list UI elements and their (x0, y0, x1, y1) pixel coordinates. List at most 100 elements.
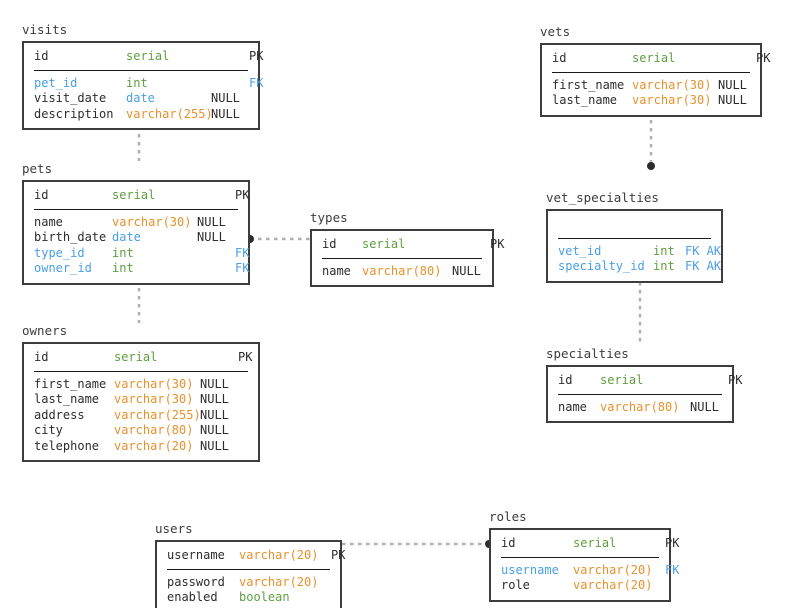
column-nullable-marker: NULL (718, 93, 747, 107)
entity-title-pets: pets (22, 161, 53, 176)
column-key-marker: PK (665, 536, 680, 550)
column-key-marker: PK (756, 51, 771, 65)
column-nullable-marker: NULL (200, 392, 229, 406)
column-name: pet_id (34, 75, 78, 90)
column-name: id (34, 350, 49, 364)
column-datatype: int (112, 261, 134, 275)
column-key-marker: PK (249, 49, 264, 63)
column-row: owner_id int FK (34, 261, 249, 277)
column-name: id (558, 373, 573, 387)
column-nullable-marker: NULL (197, 214, 226, 229)
column-name: name (34, 214, 63, 229)
column-name: id (34, 188, 49, 202)
column-key-marker: FK AK (685, 259, 722, 273)
column-name: type_id (34, 245, 85, 260)
column-datatype: serial (114, 350, 158, 364)
column-nullable-marker: NULL (197, 230, 226, 244)
column-nullable-marker: NULL (690, 399, 719, 414)
column-datatype: varchar(255) (126, 106, 213, 121)
column-row: name varchar(80) NULL (558, 400, 722, 416)
column-datatype: date (112, 230, 141, 244)
column-datatype: varchar(20) (239, 548, 319, 562)
column-name: name (558, 399, 587, 414)
column-datatype: serial (126, 49, 170, 63)
column-datatype: varchar(30) (632, 77, 712, 92)
column-datatype: varchar(20) (114, 438, 194, 453)
primary-key-section (548, 217, 721, 233)
column-datatype: serial (362, 237, 406, 251)
entity-title-types: types (310, 210, 348, 225)
column-datatype: date (126, 91, 155, 105)
key-divider (558, 393, 722, 395)
key-divider (34, 370, 248, 372)
column-nullable-marker: NULL (211, 106, 240, 121)
column-nullable-marker: NULL (200, 423, 229, 437)
entity-title-owners: owners (22, 323, 68, 338)
column-nullable-marker: NULL (200, 438, 229, 453)
column-key-marker: FK (665, 562, 680, 577)
column-name: address (34, 407, 85, 422)
column-key-marker: PK (331, 548, 346, 562)
column-row: telephone varchar(20) NULL (34, 439, 248, 455)
column-name: telephone (34, 438, 100, 453)
column-key-marker: PK (728, 373, 743, 387)
column-name: id (501, 536, 516, 550)
column-nullable-marker: NULL (200, 376, 229, 391)
column-name: first_name (34, 376, 107, 391)
key-divider (322, 257, 482, 259)
key-divider (558, 237, 711, 239)
column-datatype: int (126, 75, 148, 90)
column-name: owner_id (34, 261, 92, 275)
column-name: specialty_id (558, 259, 645, 273)
attribute-section: name varchar(80) NULL (548, 400, 732, 416)
column-key-marker: FK (249, 75, 264, 90)
primary-key-section: id serial PK (24, 350, 258, 366)
column-datatype: varchar(20) (573, 562, 653, 577)
column-key-marker: PK (238, 350, 253, 364)
column-datatype: varchar(20) (239, 574, 319, 589)
column-key-marker: FK (235, 261, 250, 275)
column-datatype: varchar(80) (600, 399, 680, 414)
column-row: id serial PK (34, 350, 252, 366)
column-datatype: serial (632, 51, 676, 65)
entity-title-vets: vets (540, 24, 571, 39)
column-datatype: varchar(80) (362, 263, 442, 278)
column-nullable-marker: NULL (718, 77, 747, 92)
